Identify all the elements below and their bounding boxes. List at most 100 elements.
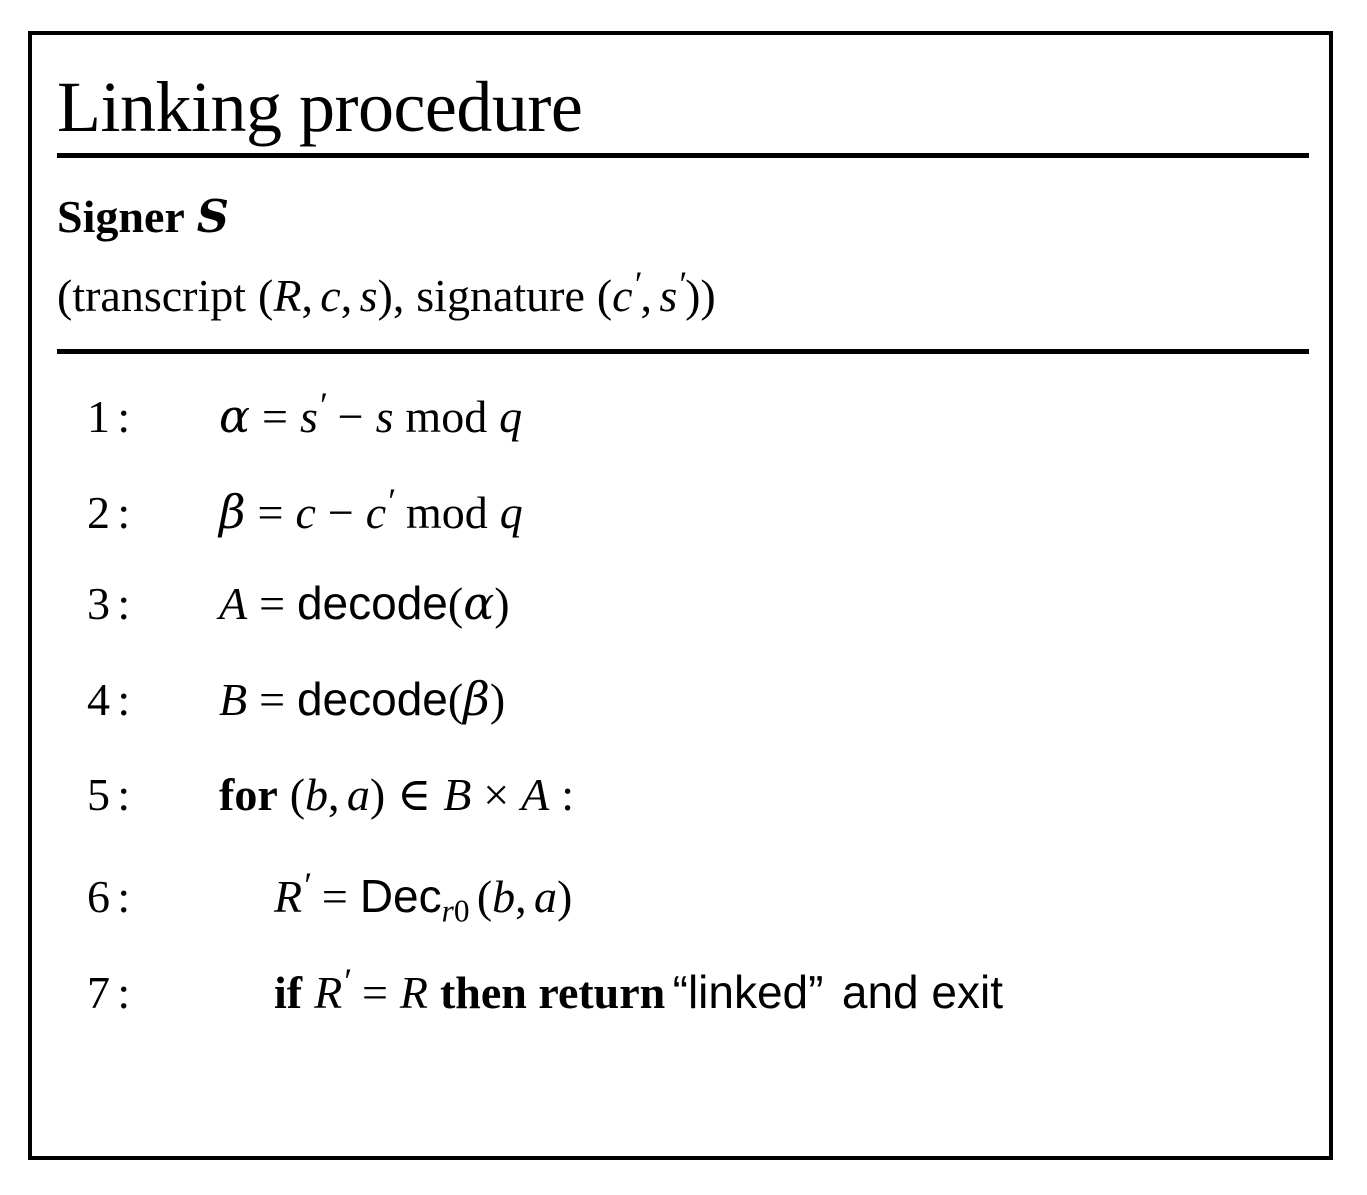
equals-sign: = bbox=[259, 673, 286, 725]
line-number: 7: bbox=[87, 966, 131, 1018]
var-alpha: α bbox=[463, 575, 495, 630]
mod-operator: mod bbox=[405, 390, 488, 442]
line-content: B=decode(β) bbox=[149, 676, 1309, 723]
title-rule bbox=[57, 153, 1309, 158]
transcript-label: transcript bbox=[72, 269, 247, 321]
dec-subscript: r0 bbox=[441, 893, 470, 929]
transcript-var-R: R bbox=[273, 269, 302, 321]
transcript-comma-3: , bbox=[392, 269, 405, 321]
equals-sign: = bbox=[257, 486, 284, 538]
element-of-symbol: ∈ bbox=[397, 768, 432, 820]
mod-operator: mod bbox=[405, 486, 488, 538]
signature-comma: , bbox=[640, 269, 652, 321]
paren-close: ) bbox=[557, 870, 573, 922]
var-b: b bbox=[305, 768, 329, 820]
paren-close: ) bbox=[494, 577, 510, 629]
algorithm-line: 6: R′=Decr0(b,a) bbox=[57, 864, 1309, 964]
var-R-prime: R bbox=[274, 870, 303, 922]
then-return-keyword: then return bbox=[439, 966, 666, 1018]
transcript-open-paren: ( bbox=[57, 269, 73, 321]
transcript-comma-2: , bbox=[340, 269, 353, 321]
signature-tuple-open: ( bbox=[596, 269, 613, 321]
dec-function: Dec bbox=[359, 869, 442, 922]
signature-tuple-close: ) bbox=[685, 269, 701, 321]
transcript-var-c: c bbox=[320, 269, 341, 321]
line-content: R′=Decr0(b,a) bbox=[149, 864, 1309, 929]
equals-sign: = bbox=[361, 966, 388, 1018]
equals-sign: = bbox=[259, 577, 286, 629]
header-outer-close: ) bbox=[700, 269, 716, 321]
paren-close: ) bbox=[369, 768, 386, 820]
decode-function: decode bbox=[296, 672, 448, 725]
signer-symbol: S bbox=[196, 190, 229, 243]
set-A: A bbox=[521, 768, 550, 820]
var-B: B bbox=[219, 673, 248, 725]
line-number: 2: bbox=[87, 486, 131, 538]
line-number: 6: bbox=[87, 870, 131, 922]
prime-mark: ′ bbox=[317, 384, 326, 425]
var-R: R bbox=[399, 966, 428, 1018]
paren-open: ( bbox=[447, 673, 464, 725]
transcript-tuple-open: ( bbox=[258, 269, 274, 321]
var-A: A bbox=[219, 577, 248, 629]
signature-label: signature bbox=[416, 269, 585, 321]
line-number: 3: bbox=[87, 577, 131, 629]
algorithm-line: 3: A=decode(α) bbox=[57, 580, 1309, 676]
var-q: q bbox=[499, 486, 523, 538]
prime-mark: ′ bbox=[302, 864, 310, 905]
if-keyword: if bbox=[274, 966, 303, 1018]
paren-open: ( bbox=[447, 577, 464, 629]
var-s: s bbox=[375, 390, 394, 442]
header-rule bbox=[57, 348, 1309, 354]
equals-sign: = bbox=[321, 870, 348, 922]
prime-mark: ′ bbox=[342, 960, 351, 1001]
var-a: a bbox=[346, 768, 370, 820]
var-a: a bbox=[534, 870, 557, 922]
signature-var-s: s bbox=[659, 269, 678, 321]
paren-close: ) bbox=[489, 673, 506, 725]
line-content: A=decode(α) bbox=[149, 580, 1309, 627]
minus-sign: − bbox=[337, 390, 364, 442]
page-title: Linking procedure bbox=[57, 67, 583, 147]
transcript-var-s: s bbox=[359, 269, 378, 321]
var-c-prime: c bbox=[365, 486, 387, 538]
signature-prime-2: ′ bbox=[677, 263, 686, 304]
paren-open: ( bbox=[289, 768, 306, 820]
var-c: c bbox=[295, 486, 316, 538]
line-number: 4: bbox=[87, 673, 131, 725]
algorithm-line: 5: for(b,a)∈B×A: bbox=[57, 768, 1309, 868]
line-number: 1: bbox=[87, 390, 131, 442]
comma: , bbox=[328, 768, 340, 820]
equals-sign: = bbox=[262, 390, 288, 442]
signature-var-c: c bbox=[612, 269, 633, 321]
quote-open: “ bbox=[672, 965, 688, 1018]
set-B: B bbox=[443, 768, 472, 820]
line-number: 5: bbox=[87, 768, 131, 820]
and-exit-text: and exit bbox=[841, 965, 1003, 1018]
signer-label: Signer bbox=[57, 191, 185, 242]
times-symbol: × bbox=[483, 768, 510, 820]
comma: , bbox=[515, 870, 527, 922]
decode-function: decode bbox=[296, 576, 448, 629]
minus-sign: − bbox=[327, 486, 354, 538]
prime-mark: ′ bbox=[386, 480, 395, 521]
signature-prime-1: ′ bbox=[632, 263, 641, 304]
transcript-tuple-close: ) bbox=[377, 269, 393, 321]
var-beta: β bbox=[219, 484, 246, 539]
for-keyword: for bbox=[219, 768, 278, 820]
quote-close: ” bbox=[808, 965, 824, 1018]
var-b: b bbox=[492, 870, 516, 922]
algorithm-line: 4: B=decode(β) bbox=[57, 676, 1309, 772]
transcript-comma-1: , bbox=[301, 269, 313, 321]
var-q: q bbox=[499, 390, 523, 442]
result-linked: linked bbox=[687, 965, 809, 1018]
